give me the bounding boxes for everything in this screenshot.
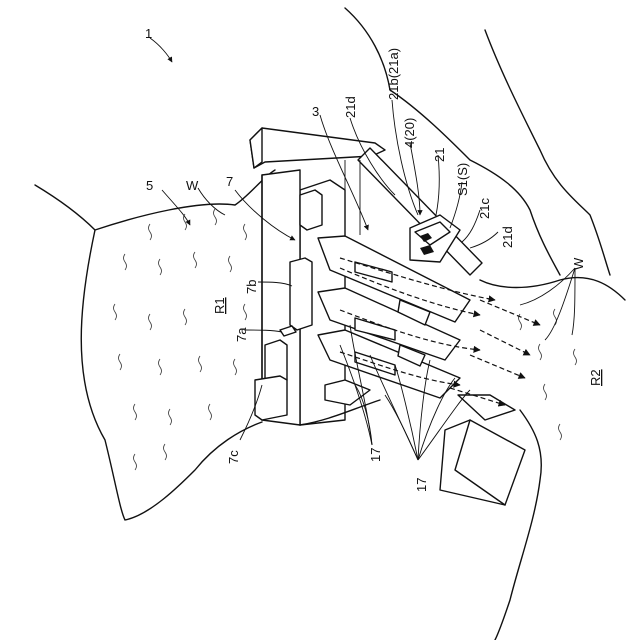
label-ref-7c: 7c: [226, 450, 241, 464]
label-ref-21: 21: [432, 148, 447, 162]
label-ref-7: 7: [226, 174, 233, 189]
label-ref-17-right: 17: [414, 478, 429, 492]
label-ref-17-left: 17: [368, 448, 383, 462]
label-ref-3: 3: [312, 104, 319, 119]
label-ref-1: 1: [145, 26, 152, 41]
label-ref-W-left: W: [186, 178, 199, 193]
label-ref-7b: 7b: [244, 280, 259, 294]
label-ref-21d-right: 21d: [500, 226, 515, 248]
label-ref-R2: R2: [588, 369, 603, 386]
label-ref-21c: 21c: [477, 198, 492, 219]
label-ref-21d-top: 21d: [343, 96, 358, 118]
label-ref-7a: 7a: [234, 327, 249, 342]
label-ref-R1: R1: [212, 297, 227, 314]
label-ref-4: 4(20): [402, 118, 417, 148]
label-ref-S1: S1(S): [455, 163, 470, 196]
label-ref-21b: 21b(21a): [386, 48, 401, 100]
label-ref-5: 5: [146, 178, 153, 193]
label-ref-W-right: W: [571, 257, 586, 270]
